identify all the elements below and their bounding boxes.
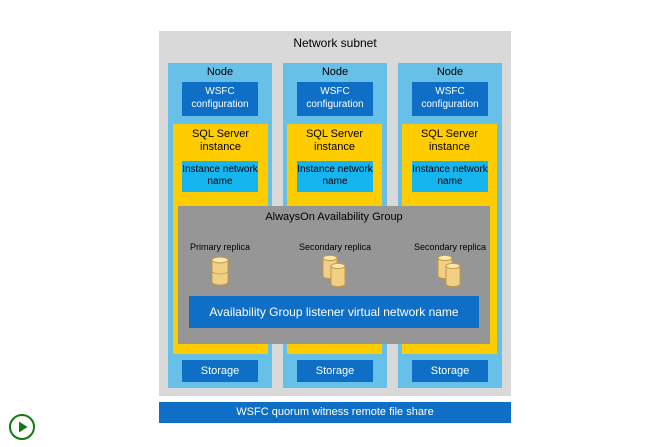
node-title-2: Node <box>321 66 349 78</box>
storage-3: Storage <box>412 360 488 382</box>
wsfc-configuration-3: WSFC configuration <box>412 82 488 116</box>
wsfc-configuration-1: WSFC configuration <box>182 82 258 116</box>
sql-server-instance-label-2: SQL Server instance <box>305 128 364 153</box>
sql-server-instance-label-3: SQL Server instance <box>420 128 479 153</box>
availability-group-listener: Availability Group listener virtual netw… <box>189 296 479 328</box>
secondary-replica-label-2: Secondary replica <box>413 242 487 252</box>
instance-network-name-3: Instance network name <box>412 161 488 192</box>
storage-2: Storage <box>297 360 373 382</box>
network-subnet-title: Network subnet <box>293 36 377 50</box>
database-icon <box>437 255 461 288</box>
node-title-3: Node <box>436 66 464 78</box>
play-circle-icon[interactable] <box>8 413 36 441</box>
availability-group-title: AlwaysOn Availability Group <box>265 211 403 223</box>
database-icon <box>211 256 229 286</box>
storage-1: Storage <box>182 360 258 382</box>
sql-server-instance-label-1: SQL Server instance <box>191 128 250 153</box>
primary-replica-label: Primary replica <box>189 242 250 252</box>
wsfc-configuration-2: WSFC configuration <box>297 82 373 116</box>
instance-network-name-1: Instance network name <box>182 161 258 192</box>
database-icon <box>322 255 346 288</box>
node-title-1: Node <box>206 66 234 78</box>
quorum-witness-file-share: WSFC quorum witness remote file share <box>159 402 511 423</box>
instance-network-name-2: Instance network name <box>297 161 373 192</box>
secondary-replica-label-1: Secondary replica <box>298 242 372 252</box>
